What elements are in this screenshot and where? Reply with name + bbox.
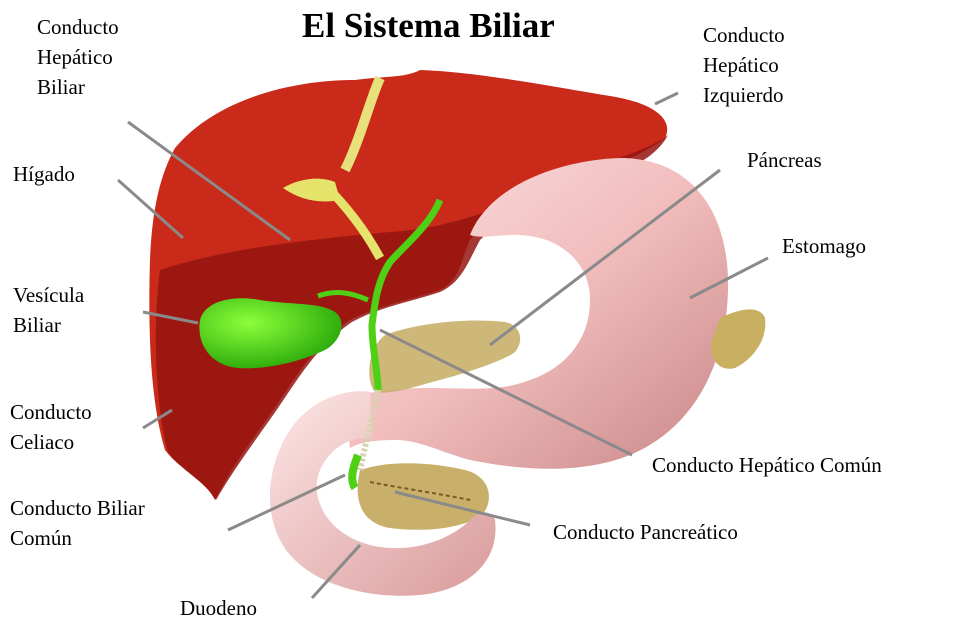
- label-higado: Hígado: [13, 159, 75, 189]
- label-estomago: Estomago: [782, 231, 866, 261]
- gallbladder: [199, 298, 341, 368]
- label-conducto-pancreatico: Conducto Pancreático: [553, 517, 738, 547]
- label-conducto-hepatico-izquierdo: Conducto Hepático Izquierdo: [703, 20, 785, 110]
- label-line: Vesícula: [13, 280, 84, 310]
- label-line: Hepático: [703, 50, 785, 80]
- label-vesicula-biliar: Vesícula Biliar: [13, 280, 84, 340]
- label-line: Biliar: [37, 72, 119, 102]
- label-line: Izquierdo: [703, 80, 785, 110]
- label-pancreas: Páncreas: [747, 145, 822, 175]
- label-line: Conducto Biliar: [10, 493, 145, 523]
- label-line: Hepático: [37, 42, 119, 72]
- label-conducto-hepatico-biliar: Conducto Hepático Biliar: [37, 12, 119, 102]
- label-duodeno: Duodeno: [180, 593, 257, 623]
- diagram-title: El Sistema Biliar: [302, 6, 555, 46]
- label-line: Biliar: [13, 310, 84, 340]
- label-conducto-celiaco: Conducto Celiaco: [10, 397, 92, 457]
- label-conducto-biliar-comun: Conducto Biliar Común: [10, 493, 145, 553]
- pancreas: [369, 321, 520, 393]
- label-line: Conducto: [37, 12, 119, 42]
- pancreas-head: [358, 463, 489, 530]
- label-line: Celiaco: [10, 427, 92, 457]
- label-conducto-hepatico-comun: Conducto Hepático Común: [652, 450, 882, 480]
- label-line: Conducto: [703, 20, 785, 50]
- label-line: Conducto: [10, 397, 92, 427]
- label-line: Común: [10, 523, 145, 553]
